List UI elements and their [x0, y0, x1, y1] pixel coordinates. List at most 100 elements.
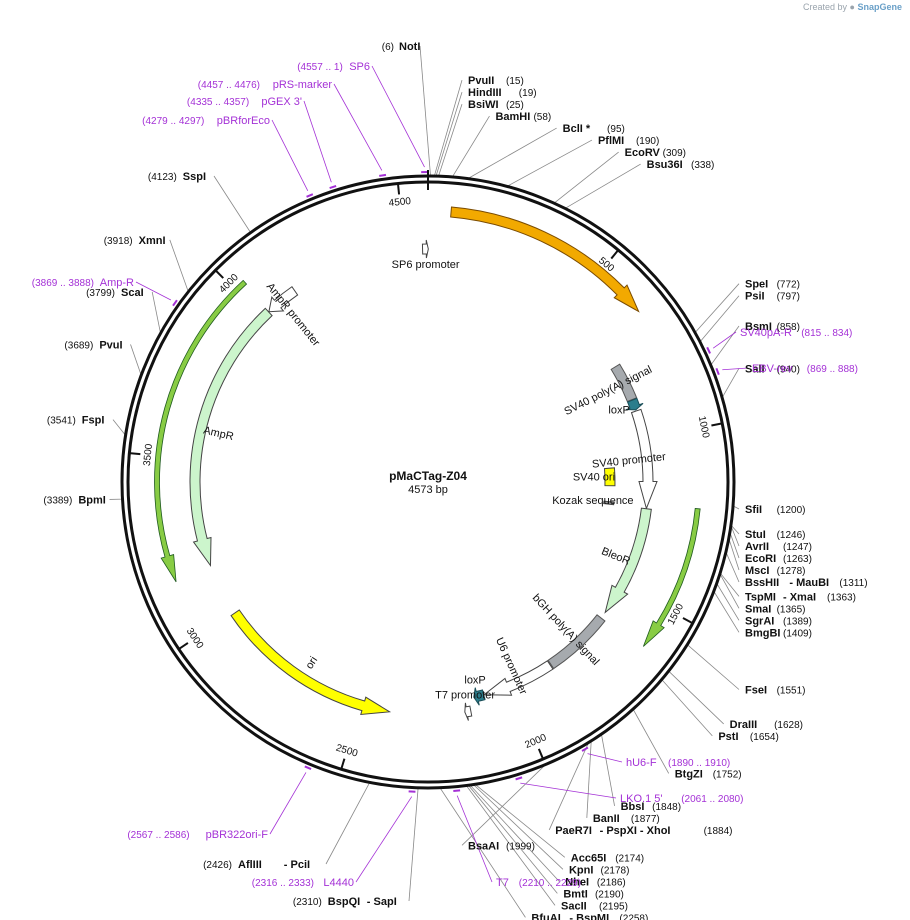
feature-sv40-promoter[interactable] — [630, 408, 658, 511]
enzyme-site-psii[interactable]: PsiI(797) — [745, 291, 800, 303]
primer-prsmarker[interactable]: pRS-marker(4457 .. 4476) — [198, 79, 333, 91]
primer-sp6[interactable]: SP6(4557 .. 1) — [297, 61, 370, 73]
primer-sv40par[interactable]: SV40pA-R(815 .. 834) — [740, 327, 852, 339]
enzyme-site-acc65i[interactable]: Acc65I(2174) — [571, 852, 644, 864]
enzyme-site-fspi[interactable]: (3541)FspI — [47, 415, 105, 427]
enzyme-site-bamhi[interactable]: BamHI(58) — [495, 111, 551, 123]
enzyme-site-msci[interactable]: MscI(1278) — [745, 565, 806, 577]
enzyme-site-bcli[interactable]: BclI *(95) — [563, 123, 625, 135]
primer-pbr322orif[interactable]: pBR322ori-F(2567 .. 2586) — [127, 829, 268, 841]
enzyme-site-bmgbi[interactable]: BmgBI(1409) — [745, 627, 812, 639]
enzyme-site-ecorv[interactable]: EcoRV(309) — [625, 147, 686, 159]
enzyme-site-bsiwi[interactable]: BsiWI(25) — [468, 99, 524, 111]
feature-kozak[interactable] — [603, 500, 615, 506]
enzyme-site-pvuii[interactable]: PvuII(15) — [468, 75, 524, 87]
tick-mark — [682, 617, 694, 625]
enzyme-site-paer7i[interactable]: PaeR7I- PspXI - XhoI(1884) — [555, 825, 732, 837]
enzyme-site-pflmi[interactable]: PflMI(190) — [598, 135, 659, 147]
enzyme-site-bbsi[interactable]: BbsI(1848) — [621, 801, 682, 813]
enzyme-site-spei[interactable]: SpeI(772) — [745, 279, 800, 291]
enzyme-position: (2195) — [599, 901, 628, 912]
feature-bleor-frame[interactable] — [642, 507, 701, 647]
enzyme-site-bsu36i[interactable]: Bsu36I(338) — [647, 159, 715, 171]
plasmid-backbone — [120, 170, 736, 790]
primer-ebvrev[interactable]: EBV-rev(869 .. 888) — [752, 363, 858, 375]
enzyme-site-scai[interactable]: (3799)ScaI — [86, 287, 144, 299]
primer-pbrforeco[interactable]: pBRforEco(4279 .. 4297) — [142, 115, 270, 127]
enzyme-site-bfuai[interactable]: BfuAI- BspMI(2258) — [531, 912, 648, 920]
feature-ampr-promoter[interactable] — [268, 286, 299, 313]
enzyme-site-sfii[interactable]: SfiI(1200) — [745, 504, 806, 516]
feature-bgh-polya[interactable] — [547, 614, 606, 670]
feature-orange-orf[interactable] — [450, 206, 640, 313]
enzyme-name: BssHII — [745, 577, 779, 589]
enzyme-site-bpmi[interactable]: (3389)BpmI — [43, 494, 105, 506]
primer-mark — [379, 173, 387, 177]
primer-leader — [371, 65, 425, 168]
feature-ori[interactable] — [230, 609, 392, 716]
enzyme-name: PstI — [718, 731, 738, 743]
enzyme-site-sspi[interactable]: (4123)SspI — [148, 171, 206, 183]
enzyme-site-bspqi[interactable]: (2310)BspQI- SapI — [293, 896, 397, 908]
enzyme-site-fsei[interactable]: FseI(1551) — [745, 684, 806, 696]
primer-range: (2210 .. 2229) — [519, 878, 581, 889]
enzyme-site-hindiii[interactable]: HindIII(19) — [468, 87, 537, 99]
enzyme-name: BsiWI — [468, 99, 499, 111]
enzyme-site-banii[interactable]: BanII(1877) — [593, 813, 660, 825]
enzyme-site-tspmi[interactable]: TspMI- XmaI(1363) — [745, 591, 856, 603]
enzyme-site-sali[interactable]: SalI(940) — [745, 363, 800, 375]
feature-ampr-frame[interactable] — [154, 279, 248, 583]
feature-sv40-polya[interactable] — [610, 363, 638, 403]
enzyme-site-stui[interactable]: StuI(1246) — [745, 529, 806, 541]
enzyme-name: PvuII — [468, 75, 494, 87]
feature-sv40-ori[interactable] — [603, 467, 616, 487]
feature-label-ori: ori — [304, 655, 321, 672]
enzyme-site-bsmi[interactable]: BsmI(858) — [745, 321, 800, 333]
enzyme-site-noti[interactable]: (6)NotI — [382, 41, 421, 53]
primer-pgex3[interactable]: pGEX 3'(4335 .. 4357) — [187, 96, 302, 108]
enzyme-position: (4123) — [148, 172, 177, 183]
enzyme-position: (1246) — [777, 530, 806, 541]
primer-name: hU6-F — [626, 757, 657, 769]
enzyme-name: Bsu36I — [647, 159, 683, 171]
primer-hu6f[interactable]: hU6-F(1890 .. 1910) — [626, 757, 730, 769]
primer-l4440[interactable]: L4440(2316 .. 2333) — [252, 877, 354, 889]
enzyme-position: (2174) — [615, 853, 644, 864]
enzyme-site-kpni[interactable]: KpnI(2178) — [569, 864, 630, 876]
feature-u6-promoter[interactable] — [482, 660, 554, 696]
enzyme-site-avrii[interactable]: AvrII(1247) — [745, 541, 812, 553]
enzyme-name: BfuAI — [531, 912, 560, 920]
enzyme-site-bsaai[interactable]: BsaAI(1999) — [468, 840, 535, 852]
feature-ampr[interactable] — [189, 307, 273, 568]
primer-ampr[interactable]: Amp-R(3869 .. 3888) — [32, 277, 134, 289]
enzyme-site-pvui[interactable]: (3689)PvuI — [64, 339, 122, 351]
enzyme-site-bmti[interactable]: BmtI(2190) — [563, 888, 624, 900]
enzyme-leader — [586, 740, 592, 818]
primer-lko15[interactable]: LKO.1 5'(2061 .. 2080) — [620, 793, 743, 805]
primer-t7[interactable]: T7(2210 .. 2229) — [496, 877, 581, 889]
enzyme-site-sgrai[interactable]: SgrAI(1389) — [745, 615, 812, 627]
feature-loxp-2[interactable] — [473, 687, 486, 706]
enzyme-site-nhei[interactable]: NheI(2186) — [565, 876, 626, 888]
feature-sp6-promoter[interactable] — [421, 239, 429, 259]
enzyme-site-bsshii[interactable]: BssHII- MauBI(1311) — [745, 577, 868, 589]
enzyme-site-draiii[interactable]: DraIII(1628) — [730, 719, 803, 731]
primer-mark — [715, 367, 720, 376]
enzyme-site-sacii[interactable]: SacII(2195) — [561, 900, 628, 912]
feature-loxp-1[interactable] — [625, 397, 644, 411]
enzyme-name: SfiI — [745, 504, 762, 516]
enzyme-leader — [468, 785, 558, 894]
enzyme-name: SpeI — [745, 279, 768, 291]
feature-bleor[interactable] — [604, 507, 652, 614]
enzyme-position: (95) — [607, 124, 625, 135]
enzyme-site-btgzi[interactable]: BtgZI(1752) — [675, 768, 742, 780]
feature-t7-promoter[interactable] — [464, 702, 473, 721]
enzyme-leader — [719, 573, 740, 609]
enzyme-site-xmni[interactable]: (3918)XmnI — [104, 235, 166, 247]
enzyme-site-smai[interactable]: SmaI(1365) — [745, 603, 806, 615]
enzyme-site-afliii[interactable]: (2426)AflIII- PciI — [203, 859, 310, 871]
enzyme-site-psti[interactable]: PstI(1654) — [718, 731, 779, 743]
enzyme-leader — [694, 283, 740, 333]
primer-mark — [306, 193, 314, 198]
enzyme-site-ecori[interactable]: EcoRI(1263) — [745, 553, 812, 565]
